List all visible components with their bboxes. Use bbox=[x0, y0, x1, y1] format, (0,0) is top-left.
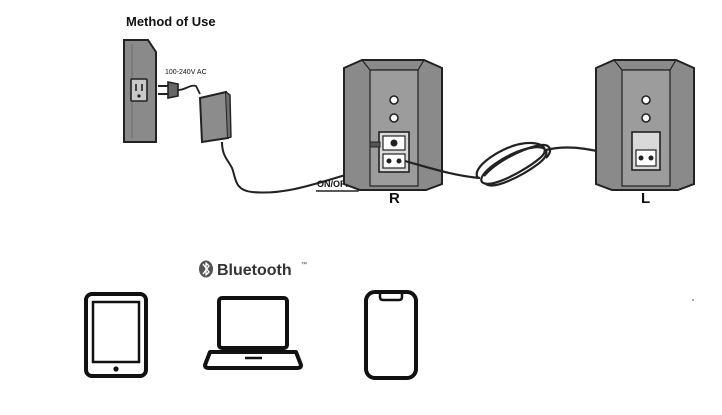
bluetooth-trademark: ™ bbox=[301, 261, 307, 268]
left-speaker-label: L bbox=[641, 190, 650, 207]
power-adapter-icon bbox=[198, 90, 232, 144]
stray-dot bbox=[692, 299, 694, 301]
wall-outlet-icon bbox=[130, 78, 148, 102]
bluetooth-icon bbox=[199, 260, 213, 278]
switch-label: ON/OFF bbox=[317, 179, 351, 189]
right-speaker-label: R bbox=[389, 190, 400, 207]
voltage-label: 100-240V AC bbox=[165, 69, 207, 76]
laptop-icon bbox=[203, 296, 303, 370]
plug-icon bbox=[158, 81, 201, 99]
bluetooth-label: Bluetooth bbox=[217, 262, 292, 279]
diagram-title: Method of Use bbox=[126, 14, 216, 29]
phone-icon bbox=[364, 290, 418, 380]
tablet-icon bbox=[84, 292, 148, 378]
right-speaker bbox=[343, 59, 443, 191]
left-speaker bbox=[595, 59, 695, 191]
